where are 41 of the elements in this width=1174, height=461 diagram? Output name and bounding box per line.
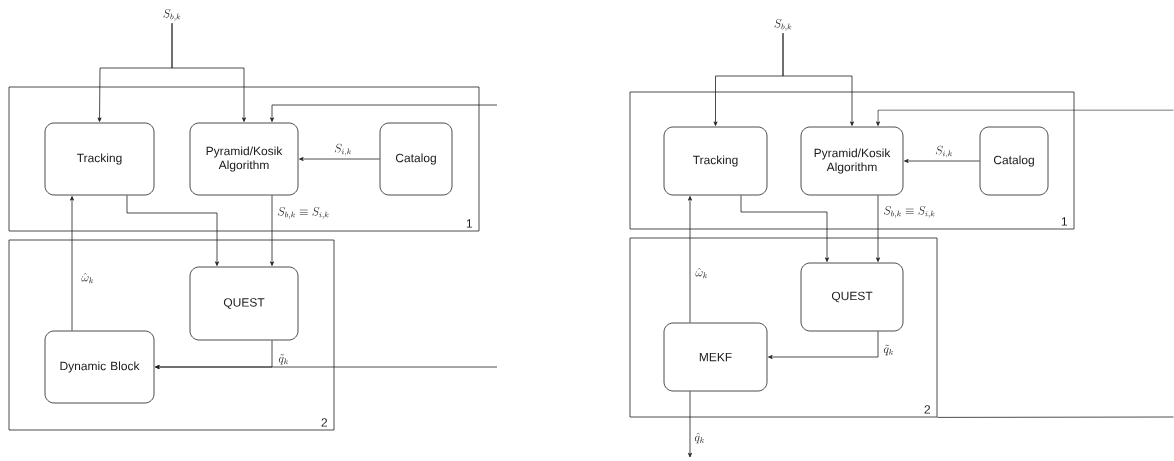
arrow <box>70 196 74 331</box>
process-box: Catalog <box>379 122 453 196</box>
arrow <box>299 157 380 161</box>
process-box: QUEST <box>800 262 904 332</box>
box-number: 2 <box>924 405 930 414</box>
box-number: 2 <box>321 418 327 427</box>
edge-label: $S_{i,k}$ <box>935 145 952 158</box>
edge-label: $\tilde{q}_k$ <box>278 354 288 365</box>
arrow <box>688 391 692 458</box>
process-box: Pyramid/Kosik Algorithm <box>189 122 299 196</box>
edge-label: $\hat{\omega}_k$ <box>81 272 93 284</box>
edge-label: $S_{i,k}$ <box>334 143 351 156</box>
arrow <box>688 196 692 323</box>
arrow <box>782 32 854 126</box>
arrow <box>171 22 246 122</box>
arrow <box>270 195 274 266</box>
box-number: 1 <box>1061 217 1067 226</box>
box-number: 1 <box>466 219 472 228</box>
edge-label: $\tilde{q}_k$ <box>883 344 893 356</box>
process-box: MEKF <box>663 322 768 392</box>
process-box: Tracking <box>44 122 155 196</box>
arrow <box>126 195 219 266</box>
arrow <box>876 195 880 262</box>
edge-label: $\hat{\omega}_k$ <box>695 267 707 279</box>
input-label: $S_{b,k}$ <box>774 18 792 31</box>
arrow <box>768 331 879 359</box>
edge-label: $S_{b,k} \equiv S_{i,k}$ <box>278 206 329 219</box>
process-box: Catalog <box>979 126 1049 196</box>
input-label: $S_{b,k}$ <box>163 8 181 21</box>
connector-line <box>937 416 1174 418</box>
process-box: Pyramid/Kosik Algorithm <box>800 126 904 196</box>
arrow <box>904 159 980 163</box>
arrow <box>270 104 498 122</box>
process-box: Tracking <box>663 126 768 196</box>
process-box: Dynamic Block <box>44 330 155 404</box>
process-box: QUEST <box>189 266 299 341</box>
arrow <box>155 365 498 369</box>
arrow <box>740 195 829 262</box>
edge-label: $S_{b,k} \equiv S_{i,k}$ <box>884 205 935 218</box>
edge-label: $\hat{q}_k$ <box>694 432 704 444</box>
arrow <box>876 109 1174 126</box>
